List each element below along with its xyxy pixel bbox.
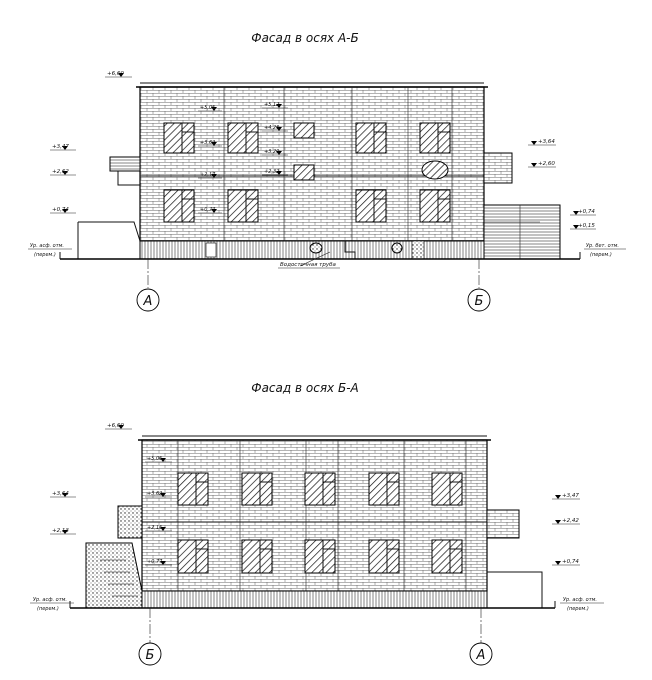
facade-a-b: Фасад в осях А-Б bbox=[28, 31, 626, 312]
level-label: +5,06 bbox=[147, 456, 162, 462]
facade-b-a-title: Фасад в осях Б-А bbox=[251, 381, 358, 395]
window bbox=[419, 122, 451, 154]
vent-opening bbox=[421, 160, 449, 180]
left-canopy-bracket bbox=[117, 171, 140, 186]
window bbox=[293, 164, 315, 181]
ground-label-right: Ур. асф. отм. (перем.) bbox=[560, 597, 604, 612]
window bbox=[241, 539, 273, 574]
level-label: +2,13 bbox=[52, 528, 69, 534]
window bbox=[241, 472, 273, 506]
facade-b-a: Фасад в осях Б-А bbox=[30, 381, 604, 666]
level-label: +0,77 bbox=[200, 207, 216, 213]
window bbox=[419, 189, 451, 223]
left-porch-stair bbox=[85, 542, 143, 609]
left-canopy bbox=[109, 156, 141, 172]
right-canopy bbox=[483, 152, 513, 184]
right-stair-rail bbox=[484, 205, 540, 259]
facade-a-b-windows bbox=[163, 122, 451, 223]
window bbox=[177, 539, 209, 574]
level-label: +3,47 bbox=[52, 144, 69, 150]
ground-label-line: Ур. бет. отм. bbox=[586, 243, 619, 249]
window bbox=[304, 539, 336, 574]
axis-bubble bbox=[136, 288, 160, 312]
axis-label: Б bbox=[475, 294, 484, 309]
axis-label: А bbox=[143, 294, 153, 309]
ground-label-left: Ур. асф. отм. (перем.) bbox=[28, 243, 72, 258]
window bbox=[177, 472, 209, 506]
level-label: +5,12 bbox=[264, 102, 279, 108]
level-marks-left: +6,60 +3,64 +2,13 bbox=[50, 423, 132, 535]
window bbox=[163, 189, 195, 223]
level-marks-wall: +5,06 +3,62 +2,17 +0,77 +5,12 +4,26 +3,2… bbox=[198, 102, 288, 214]
level-label: +3,20 bbox=[264, 149, 279, 155]
level-label: +3,64 bbox=[538, 139, 555, 145]
plinth-hatch bbox=[411, 240, 425, 260]
facade-b-a-plinth bbox=[141, 590, 488, 609]
plinth-vent bbox=[391, 242, 403, 254]
ground-label-right: Ур. бет. отм. (перем.) bbox=[584, 243, 626, 258]
window bbox=[293, 122, 315, 139]
level-label: +2,32 bbox=[264, 169, 279, 175]
level-marks-right: +3,64 +2,60 +0,74 +0,15 bbox=[528, 139, 596, 230]
level-label: +4,26 bbox=[264, 125, 279, 131]
window bbox=[431, 539, 463, 574]
ground-label-line: (перем.) bbox=[590, 252, 612, 258]
level-label: +3,64 bbox=[52, 491, 69, 497]
drainpipe-leader bbox=[299, 251, 331, 267]
level-label: +2,17 bbox=[200, 172, 216, 178]
level-marks-wall: +5,06 +3,62 +2,16 +0,77 bbox=[145, 456, 172, 566]
facade-a-b-title: Фасад в осях А-Б bbox=[251, 31, 358, 45]
level-label: +0,74 bbox=[562, 559, 579, 565]
plinth-door bbox=[205, 242, 217, 258]
window bbox=[304, 472, 336, 506]
plinth-vent bbox=[309, 242, 323, 254]
left-ramp bbox=[77, 221, 141, 259]
level-label: +3,47 bbox=[562, 493, 579, 499]
level-label: +5,06 bbox=[200, 105, 215, 111]
level-label: +0,77 bbox=[147, 559, 163, 565]
window bbox=[227, 189, 259, 223]
drainpipe-line bbox=[344, 241, 356, 259]
level-label: +6,60 bbox=[107, 423, 124, 429]
right-canopy bbox=[486, 509, 520, 539]
level-label: +0,15 bbox=[578, 223, 595, 229]
window bbox=[355, 122, 387, 154]
left-porch-upper bbox=[117, 505, 143, 539]
level-label: +0,74 bbox=[578, 209, 595, 215]
window bbox=[163, 122, 195, 154]
window bbox=[355, 189, 387, 223]
window bbox=[368, 539, 400, 574]
level-label: +6,60 bbox=[107, 71, 124, 77]
ground-label-line: Ур. асф. отм. bbox=[33, 597, 67, 603]
axis-bubble bbox=[467, 288, 491, 312]
level-label: +2,62 bbox=[52, 169, 69, 175]
left-porch-steps bbox=[100, 559, 138, 597]
level-label: +3,62 bbox=[200, 140, 215, 146]
level-marks-right: +3,47 +2,42 +0,74 bbox=[552, 493, 580, 566]
window bbox=[227, 122, 259, 154]
axis-label: Б bbox=[146, 648, 155, 663]
level-marks-left: +6,60 +3,47 +2,62 +0,74 bbox=[50, 71, 132, 214]
axis-bubble bbox=[469, 642, 493, 666]
axis-label: А bbox=[476, 648, 486, 663]
level-label: +2,16 bbox=[147, 525, 162, 531]
axis-bubble bbox=[138, 642, 162, 666]
drainpipe-label: Водосточная труба bbox=[280, 262, 337, 268]
ground-label-line: Ур. асф. отм. bbox=[30, 243, 64, 249]
ground-label-line: (перем.) bbox=[567, 606, 589, 612]
level-label: +0,74 bbox=[52, 207, 69, 213]
level-label: +2,60 bbox=[538, 161, 555, 167]
window bbox=[431, 472, 463, 506]
ground-label-left: Ур. асф. отм. (перем.) bbox=[30, 597, 74, 612]
ground-label-line: Ур. асф. отм. bbox=[563, 597, 597, 603]
ground-label-line: (перем.) bbox=[34, 252, 56, 258]
facade-b-a-windows bbox=[177, 472, 463, 574]
window bbox=[368, 472, 400, 506]
level-label: +3,62 bbox=[147, 491, 162, 497]
right-ramp bbox=[487, 571, 543, 608]
right-stair bbox=[483, 204, 561, 260]
level-label: +2,42 bbox=[562, 518, 579, 524]
ground-label-line: (перем.) bbox=[37, 606, 59, 612]
